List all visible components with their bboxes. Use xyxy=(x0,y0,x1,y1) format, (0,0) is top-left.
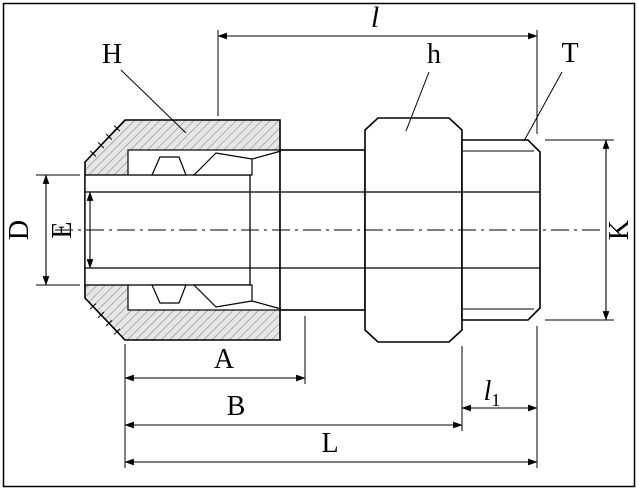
back-ferrule-top xyxy=(151,156,187,176)
body-neck xyxy=(279,149,366,311)
label-D: D xyxy=(4,220,35,240)
back-ferrule-bottom xyxy=(151,284,187,304)
thread-root-lines xyxy=(463,150,534,310)
extension-lines xyxy=(36,30,614,468)
ferrules xyxy=(151,150,282,310)
label-l1-subscript: 1 xyxy=(491,390,500,410)
leader-T xyxy=(523,71,563,142)
dimensions xyxy=(36,30,614,468)
nut-knurl-ticks xyxy=(89,125,121,335)
bore-lines xyxy=(85,191,540,269)
leader-h xyxy=(405,71,430,132)
label-A: A xyxy=(214,344,235,375)
dimension-labels: l H h T D E K A B L l1 xyxy=(4,1,635,459)
label-h: h xyxy=(427,39,441,70)
label-T: T xyxy=(561,38,578,69)
label-B: B xyxy=(227,391,246,422)
label-l1-base: l xyxy=(484,376,492,407)
leader-H xyxy=(120,69,187,134)
label-l1: l1 xyxy=(484,376,501,410)
label-E: E xyxy=(47,221,78,238)
label-K: K xyxy=(604,220,635,240)
label-H: H xyxy=(102,39,122,70)
leader-lines xyxy=(120,69,563,142)
label-L: L xyxy=(321,428,338,459)
label-l: l xyxy=(371,1,379,34)
